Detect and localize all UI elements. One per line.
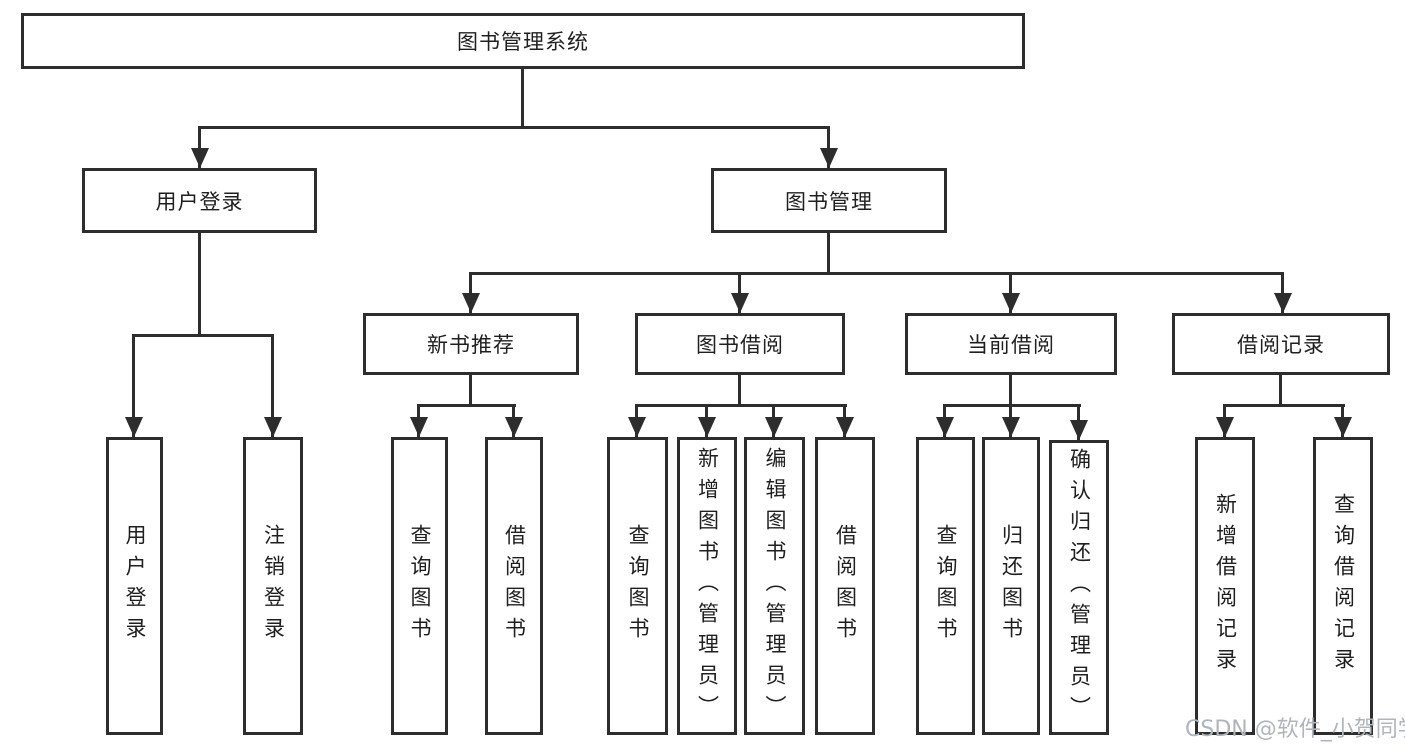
connector-line	[1009, 272, 1012, 313]
node-borrowing-records: 借阅记录	[1172, 313, 1390, 375]
arrowhead-down-icon	[191, 148, 209, 168]
node-label: 归还图书	[999, 524, 1024, 648]
node-user-login: 用户登录	[82, 168, 317, 233]
node-label: 查询图书	[408, 524, 432, 648]
node-leaf-add-books-admin: 新增图书（管理员）	[677, 437, 737, 735]
arrowhead-down-icon	[1216, 417, 1234, 437]
node-leaf-logout: 注销登录	[243, 437, 303, 735]
node-label: 新书推荐	[427, 333, 515, 357]
connector-line	[417, 404, 516, 407]
arrowhead-down-icon	[1070, 420, 1088, 440]
arrowhead-down-icon	[1002, 293, 1020, 313]
node-label: 用户登录	[123, 524, 147, 648]
node-book-management: 图书管理	[711, 168, 947, 233]
connector-line	[469, 375, 472, 405]
connector-line	[827, 233, 830, 274]
arrowhead-down-icon	[410, 417, 428, 437]
arrowhead-down-icon	[1334, 417, 1352, 437]
connector-line	[198, 126, 201, 168]
node-label: 借阅图书	[833, 524, 858, 648]
connector-line	[1223, 404, 1345, 407]
node-leaf-return-books: 归还图书	[982, 437, 1040, 735]
connector-line	[1281, 272, 1284, 313]
node-leaf-query-books: 查询图书	[607, 437, 668, 735]
connector-line	[198, 126, 830, 129]
connector-line	[1009, 375, 1012, 405]
connector-line	[738, 375, 741, 405]
node-leaf-query-borrow-record: 查询借阅记录	[1313, 437, 1373, 735]
connector-line	[198, 233, 201, 336]
connector-line	[1279, 375, 1282, 405]
node-current-borrowing: 当前借阅	[905, 313, 1117, 375]
node-label: 编辑图书（管理员）	[763, 446, 787, 726]
node-label: 用户登录	[155, 189, 244, 214]
arrowhead-down-icon	[765, 417, 783, 437]
node-leaf-edit-books-admin: 编辑图书（管理员）	[744, 437, 805, 735]
arrowhead-down-icon	[698, 417, 716, 437]
node-book-borrowing: 图书借阅	[635, 313, 845, 375]
arrowhead-down-icon	[936, 417, 954, 437]
node-leaf-confirm-return-admin: 确认归还（管理员）	[1049, 440, 1109, 735]
arrowhead-down-icon	[125, 417, 143, 437]
node-label: 新增借阅记录	[1213, 493, 1238, 679]
node-label: 图书管理	[785, 189, 873, 214]
connector-line	[469, 272, 472, 313]
connector-line	[635, 404, 847, 407]
arrowhead-down-icon	[462, 293, 480, 313]
node-label: 查询图书	[934, 524, 958, 648]
arrowhead-down-icon	[1274, 293, 1292, 313]
connector-line	[469, 272, 1284, 275]
node-leaf-query-books: 查询图书	[391, 437, 448, 735]
connector-line	[943, 404, 1081, 407]
node-leaf-add-borrow-record: 新增借阅记录	[1195, 437, 1255, 735]
arrowhead-down-icon	[505, 417, 523, 437]
node-label: 注销登录	[261, 524, 286, 648]
connector-line	[132, 334, 274, 337]
node-leaf-borrow-books: 借阅图书	[485, 437, 543, 735]
node-new-book-recommendation: 新书推荐	[363, 313, 579, 375]
node-label: 图书借阅	[696, 333, 784, 357]
connector-line	[271, 334, 274, 437]
arrowhead-down-icon	[264, 417, 282, 437]
node-leaf-borrow-books: 借阅图书	[815, 437, 875, 735]
node-label: 新增图书（管理员）	[695, 446, 720, 726]
connector-line	[521, 69, 524, 128]
node-leaf-query-books: 查询图书	[916, 437, 975, 735]
watermark: CSDN @软件_小贺同学	[1185, 717, 1405, 742]
node-library-management-system: 图书管理系统	[21, 13, 1025, 69]
node-label: 借阅图书	[502, 524, 527, 648]
node-leaf-user-login: 用户登录	[106, 437, 163, 735]
arrowhead-down-icon	[628, 417, 646, 437]
node-label: 查询借阅记录	[1331, 493, 1356, 679]
arrowhead-down-icon	[820, 148, 838, 168]
node-label: 确认归还（管理员）	[1067, 448, 1092, 727]
arrowhead-down-icon	[836, 417, 854, 437]
node-label: 查询图书	[626, 524, 650, 648]
arrowhead-down-icon	[1002, 417, 1020, 437]
arrowhead-down-icon	[731, 293, 749, 313]
node-label: 当前借阅	[967, 333, 1055, 357]
connector-line	[132, 334, 135, 437]
connector-line	[738, 272, 741, 313]
node-label: 图书管理系统	[457, 30, 589, 54]
node-label: 借阅记录	[1237, 333, 1325, 357]
connector-line	[827, 126, 830, 168]
